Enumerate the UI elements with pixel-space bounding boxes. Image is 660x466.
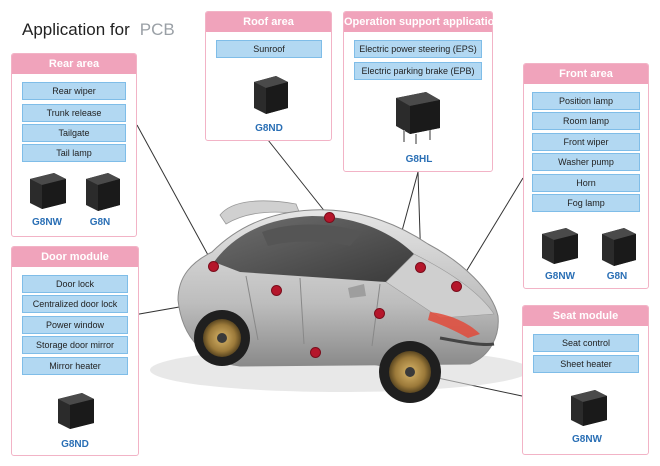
panel-front-area: Front area Position lamp Room lamp Front… [523,63,649,289]
model-label: G8NW [545,271,575,282]
item-epb: Electric parking brake (EPB) [354,62,482,80]
panel-operation-support: Operation support application Electric p… [343,11,501,172]
marker-eps [374,308,385,319]
item-washer-pump: Washer pump [532,153,640,171]
panel-rear-area: Rear area Rear wiper Trunk release Tailg… [11,53,137,237]
model-label: G8N [606,271,628,282]
panel-header: Operation support application [344,12,501,32]
model-label: G8NW [572,434,602,445]
relay-icon [571,390,607,426]
marker-rear [208,261,219,272]
item-power-window: Power window [22,316,128,334]
panel-header: Door module [12,247,138,267]
relay-icon [542,228,578,264]
item-tailgate: Tailgate [22,124,126,142]
title-sub: PCB [139,20,175,39]
model-label: G8N [89,217,111,228]
panel-header: Rear area [12,54,136,74]
panel-header: Seat module [523,306,648,326]
relay-icon [30,173,66,209]
item-horn: Horn [532,174,640,192]
item-door-lock: Door lock [22,275,128,293]
panel-roof-area: Roof area Sunroof G8ND [205,11,332,141]
marker-door [271,285,282,296]
page-title: Application for PCB [22,20,175,40]
item-mirror-heater: Mirror heater [22,357,128,375]
item-front-wiper: Front wiper [532,133,640,151]
item-trunk-release: Trunk release [22,104,126,122]
item-sheet-heater: Sheet heater [533,355,639,373]
relay-icon [602,228,636,266]
panel-header: Roof area [206,12,331,32]
marker-seat [310,347,321,358]
title-main: Application for [22,20,130,39]
marker-epb [415,262,426,273]
marker-roof [324,212,335,223]
connector-front [457,177,524,286]
relay-icon [254,76,288,114]
model-label: G8ND [61,439,89,450]
relay-icon [58,393,94,429]
item-room-lamp: Room lamp [532,112,640,130]
model-label: G8NW [32,217,62,228]
connector-rear [136,124,215,267]
model-label: G8ND [255,123,283,134]
item-seat-control: Seat control [533,334,639,352]
relay-icon [396,92,440,144]
item-centralized-door-lock: Centralized door lock [22,295,128,313]
relay-icon [86,173,120,211]
item-fog-lamp: Fog lamp [532,194,640,212]
connector-roof [267,139,331,219]
item-eps: Electric power steering (EPS) [354,40,482,58]
panel-seat-module: Seat module Seat control Sheet heater G8… [522,305,649,455]
panel-header: Front area [524,64,648,84]
item-storage-door-mirror: Storage door mirror [22,336,128,354]
item-sunroof: Sunroof [216,40,322,58]
marker-front [451,281,462,292]
item-position-lamp: Position lamp [532,92,640,110]
model-label: G8HL [405,154,433,165]
panel-door-module: Door module Door lock Centralized door l… [11,246,139,456]
item-rear-wiper: Rear wiper [22,82,126,100]
item-tail-lamp: Tail lamp [22,144,126,162]
